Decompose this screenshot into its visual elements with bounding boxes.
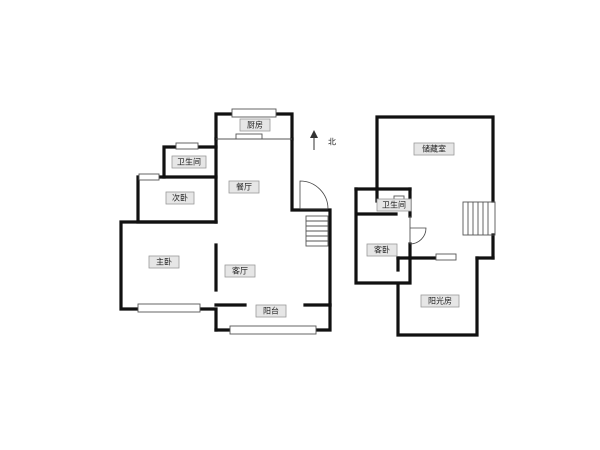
svg-text:储藏室: 储藏室 xyxy=(422,144,446,154)
room-label-guest-bedroom: 客卧 xyxy=(366,243,398,257)
entrance-door xyxy=(299,180,329,210)
lower-floor-walls xyxy=(119,112,332,332)
upper-floor-walls xyxy=(354,115,495,337)
svg-text:客厅: 客厅 xyxy=(232,266,248,276)
room-label-balcony: 阳台 xyxy=(255,304,287,318)
north-arrow: 北 xyxy=(310,130,336,150)
svg-text:阳台: 阳台 xyxy=(263,306,279,316)
room-label-second-bedroom: 次卧 xyxy=(165,191,195,205)
room-label-sunroom: 阳光房 xyxy=(420,294,460,308)
svg-text:主卧: 主卧 xyxy=(156,257,172,267)
room-label-bathroom-2: 卫生间 xyxy=(376,198,412,212)
staircase-upper xyxy=(462,201,496,236)
north-label: 北 xyxy=(328,138,336,147)
svg-text:次卧: 次卧 xyxy=(172,193,188,203)
room-label-kitchen: 厨房 xyxy=(239,118,271,132)
svg-text:阳光房: 阳光房 xyxy=(428,296,452,306)
svg-text:客卧: 客卧 xyxy=(374,245,390,255)
room-label-master-bedroom: 主卧 xyxy=(148,255,180,269)
svg-text:餐厅: 餐厅 xyxy=(236,183,252,192)
room-label-dining: 餐厅 xyxy=(228,180,260,194)
upper-floor-details xyxy=(393,195,457,261)
svg-text:厨房: 厨房 xyxy=(247,120,263,130)
svg-text:卫生间: 卫生间 xyxy=(382,200,406,210)
room-label-storage: 储藏室 xyxy=(413,142,455,156)
lower-floor-windows xyxy=(137,108,317,335)
staircase-lower xyxy=(305,215,329,247)
svg-text:卫生间: 卫生间 xyxy=(177,157,201,167)
room-label-living-room: 客厅 xyxy=(224,264,256,278)
room-label-bathroom-1: 卫生间 xyxy=(171,155,207,169)
